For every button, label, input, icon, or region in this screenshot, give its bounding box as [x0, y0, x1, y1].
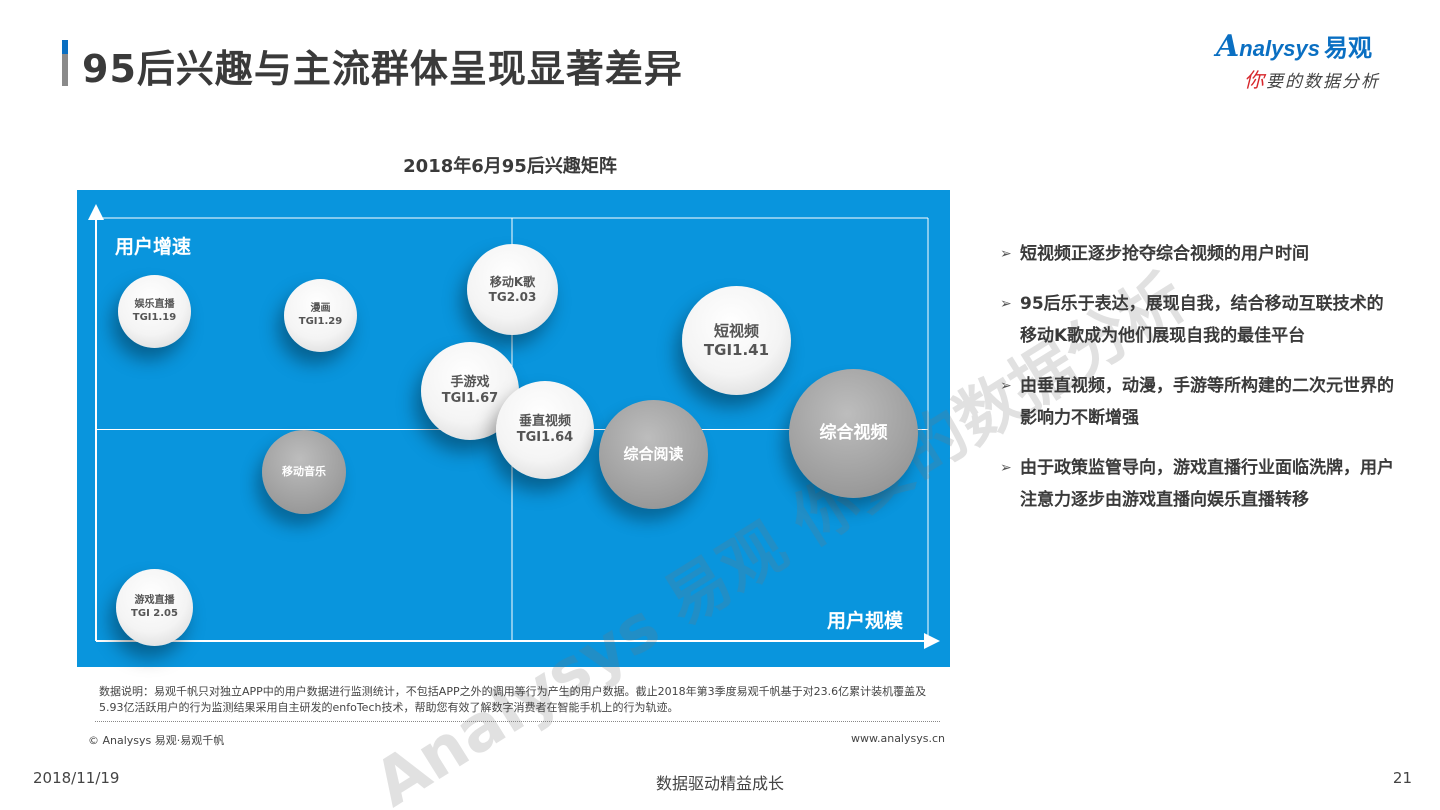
logo-slogan: 你要的数据分析	[1244, 64, 1380, 93]
bubble-tgi-label: TGI 2.05	[131, 607, 178, 619]
insight-text: 由于政策监管导向，游戏直播行业面临洗牌，用户注意力逐步由游戏直播向娱乐直播转移	[1020, 458, 1394, 510]
logo-brand-latin: nalysys	[1239, 36, 1321, 61]
bubble-tgi-label: TGI1.29	[298, 315, 343, 327]
bubble-name: 手游戏	[450, 374, 490, 390]
note-divider	[95, 721, 940, 722]
source-url: www.analysys.cn	[851, 732, 945, 745]
insight-text: 95后乐于表达，展现自我，结合移动互联技术的移动K歌成为他们展现自我的最佳平台	[1020, 294, 1384, 346]
bubble-tgi-label: TG2.03	[488, 289, 537, 304]
page-title: 95后兴趣与主流群体呈现显著差异	[82, 47, 683, 91]
insight-text: 由垂直视频，动漫，手游等所构建的二次元世界的影响力不断增强	[1020, 376, 1394, 428]
data-note: 数据说明：易观千帆只对独立APP中的用户数据进行监测统计，不包括APP之外的调用…	[99, 685, 927, 714]
arrow-bullet-icon: ➢	[1000, 378, 1012, 394]
logo-slogan-rest: 要的数据分析	[1266, 72, 1380, 92]
bubble-name: 漫画	[310, 303, 331, 314]
y-axis-label: 用户增速	[115, 236, 192, 258]
chart-title: 2018年6月95后兴趣矩阵	[403, 156, 617, 177]
insight-item: ➢ 短视频正逐步抢夺综合视频的用户时间	[1000, 238, 1400, 270]
bubble-point: 综合视频	[789, 369, 918, 498]
logo-slogan-first: 你	[1244, 68, 1266, 92]
insight-item: ➢ 由于政策监管导向，游戏直播行业面临洗牌，用户注意力逐步由游戏直播向娱乐直播转…	[1000, 452, 1400, 516]
insight-text: 短视频正逐步抢夺综合视频的用户时间	[1020, 244, 1309, 264]
bubble-tgi-label: TGI1.67	[441, 391, 499, 406]
insight-item: ➢ 由垂直视频，动漫，手游等所构建的二次元世界的影响力不断增强	[1000, 370, 1400, 434]
bubble-name: 游戏直播	[134, 595, 175, 606]
bubble-tgi-label: TGI1.19	[132, 311, 177, 323]
insight-item: ➢ 95后乐于表达，展现自我，结合移动互联技术的移动K歌成为他们展现自我的最佳平…	[1000, 288, 1400, 352]
bubble-name: 垂直视频	[518, 413, 571, 429]
logo-brand-cn: 易观	[1324, 34, 1373, 62]
bubble-point: 综合阅读	[599, 400, 708, 509]
bubble-name: 综合阅读	[623, 445, 684, 464]
bubble-name: 移动K歌	[489, 274, 536, 289]
footer-date: 2018/11/19	[33, 769, 120, 787]
arrow-bullet-icon: ➢	[1000, 460, 1012, 476]
arrow-bullet-icon: ➢	[1000, 296, 1012, 312]
logo-a-glyph: A	[1216, 29, 1240, 64]
insight-list: ➢ 短视频正逐步抢夺综合视频的用户时间 ➢ 95后乐于表达，展现自我，结合移动互…	[1000, 238, 1400, 534]
x-axis-label: 用户规模	[827, 610, 904, 632]
title-accent-bar	[62, 40, 68, 86]
bubble-tgi-label: TGI1.41	[703, 340, 770, 359]
bubble-point: 移动音乐	[262, 430, 346, 514]
arrow-bullet-icon: ➢	[1000, 246, 1012, 262]
bubble-name: 移动音乐	[282, 465, 326, 479]
bubble-name: 综合视频	[819, 422, 888, 443]
bubble-name: 短视频	[713, 321, 759, 340]
copyright-text: © Analysys 易观·易观千帆	[88, 734, 225, 747]
bubble-tgi-label: TGI1.64	[516, 430, 574, 445]
footer-slogan: 数据驱动精益成长	[655, 774, 784, 793]
page-number: 21	[1392, 769, 1412, 787]
bubble-name: 娱乐直播	[134, 299, 175, 310]
